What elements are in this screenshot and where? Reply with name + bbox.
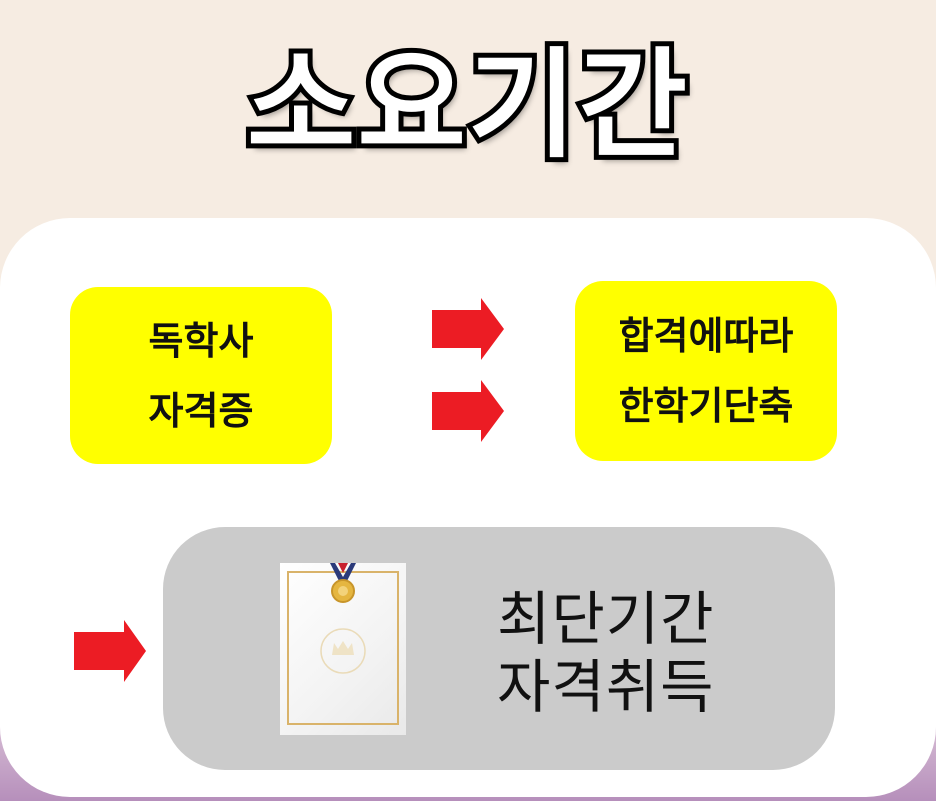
result-line: 자격취득 [497,653,715,721]
arrow-right-icon [74,620,146,682]
arrow-right-icon [432,380,504,442]
self-study-degree-box: 독학사 자격증 [70,287,332,464]
arrow-right-icon [432,298,504,360]
result-text: 최단기간 자격취득 [497,585,737,721]
box-line: 독학사 [148,318,254,363]
box-line: 한학기단축 [618,384,794,428]
page-title: 소요기간 [242,31,692,179]
result-line: 최단기간 [497,585,715,653]
box-line: 합격에따라 [618,314,794,358]
semester-reduction-box: 합격에따라 한학기단축 [575,281,837,461]
result-box [163,527,835,770]
certificate-icon [280,563,406,735]
box-line: 자격증 [148,388,254,433]
